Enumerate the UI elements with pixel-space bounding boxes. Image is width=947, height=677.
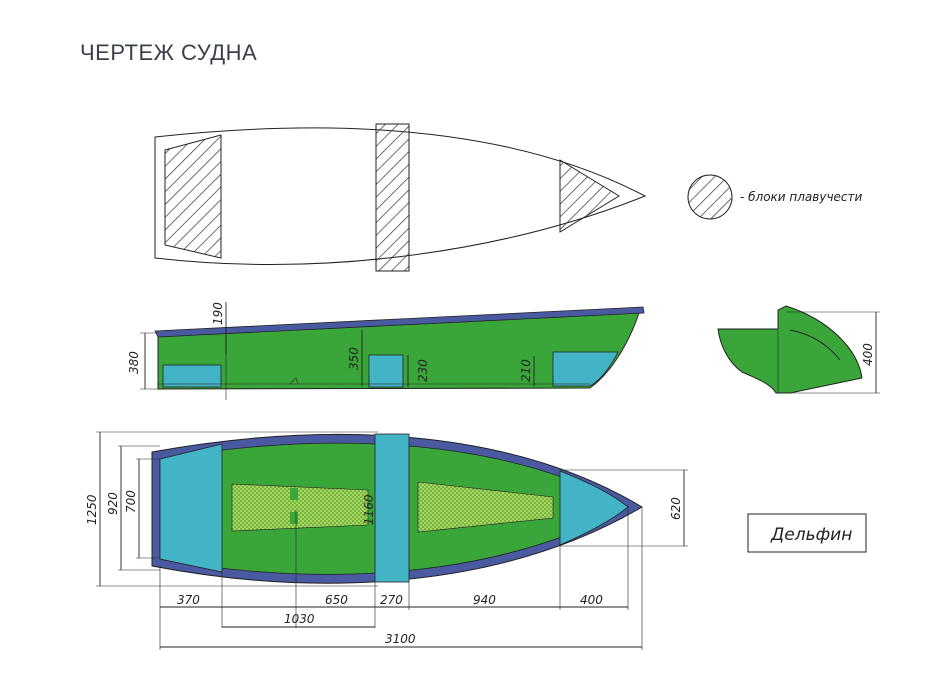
dim-side-350: 350 xyxy=(347,347,361,370)
side-float-mid xyxy=(368,354,404,388)
dim-top-400: 400 xyxy=(580,593,603,607)
plan-float-mid xyxy=(375,123,410,272)
model-name-box: Дельфин xyxy=(747,513,867,553)
dim-side-230: 230 xyxy=(416,359,430,382)
dim-top-940: 940 xyxy=(473,593,496,607)
dim-top-370: 370 xyxy=(177,593,200,607)
front-curve xyxy=(789,329,841,361)
dim-top-920: 920 xyxy=(106,492,120,515)
dim-side-190: 190 xyxy=(211,302,225,325)
plan-float-bow xyxy=(559,159,620,233)
plan-outline xyxy=(154,123,647,272)
dim-side-210: 210 xyxy=(519,359,533,382)
side-gunwale xyxy=(154,306,645,338)
legend: - блоки плавучести xyxy=(687,174,863,220)
plan-float-stern xyxy=(164,134,222,259)
page-title: ЧЕРТЕЖ СУДНА xyxy=(80,40,258,65)
dim-top-270: 270 xyxy=(380,593,403,607)
dim-top-620: 620 xyxy=(669,497,683,520)
top-float-mid xyxy=(374,433,410,583)
top-view: 1250 920 700 1160 620 370 650 270 940 40… xyxy=(85,431,688,650)
side-view: 380 190 350 230 210 xyxy=(127,302,645,400)
side-drain-mark xyxy=(289,377,299,385)
top-deck-fore xyxy=(417,481,554,533)
legend-hatch-swatch xyxy=(687,174,733,220)
dim-top-3100: 3100 xyxy=(385,632,416,646)
dim-top-700: 700 xyxy=(124,490,138,513)
top-deck-aft-gap xyxy=(290,488,298,500)
dim-front-400: 400 xyxy=(861,343,875,366)
side-float-stern xyxy=(162,364,222,388)
front-view: 400 xyxy=(717,305,880,394)
dim-top-650: 650 xyxy=(325,593,348,607)
top-float-stern xyxy=(159,443,223,573)
dim-top-1160: 1160 xyxy=(362,494,376,525)
legend-label: - блоки плавучести xyxy=(740,190,863,204)
side-float-bow xyxy=(552,351,619,387)
top-deck-aft-gap2 xyxy=(290,512,298,524)
top-deck-aft xyxy=(231,483,369,532)
model-name: Дельфин xyxy=(770,525,852,545)
dim-side-380: 380 xyxy=(127,351,141,374)
dim-top-1030: 1030 xyxy=(284,612,315,626)
front-hull xyxy=(717,305,863,394)
dim-top-1250: 1250 xyxy=(85,494,99,525)
